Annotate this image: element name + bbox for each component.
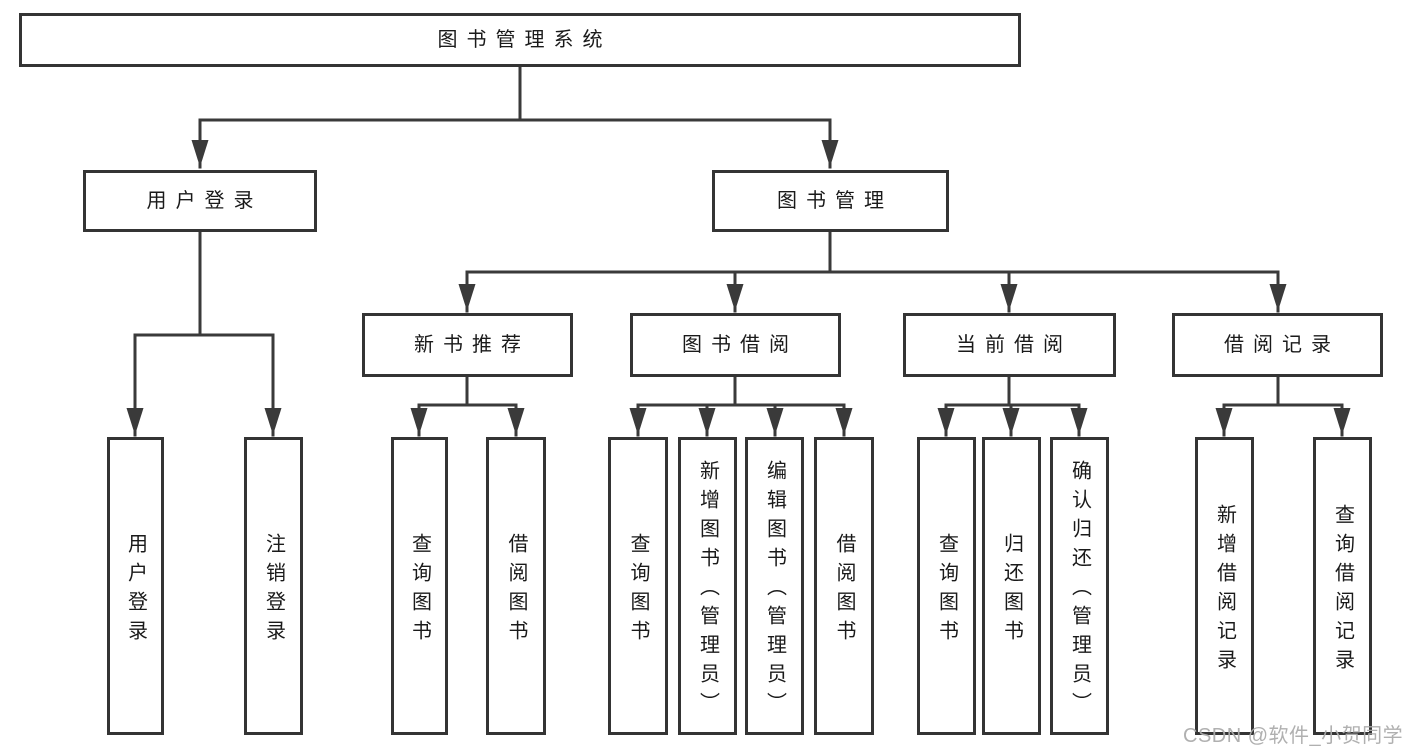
leaf-edit-book-admin: 编辑图书（管理员） — [745, 437, 804, 735]
leaf-edit-book-admin-label: 编辑图书（管理员） — [763, 460, 786, 721]
leaf-user-login-label: 用户登录 — [124, 532, 147, 649]
node-borrowing-records: 借阅记录 — [1172, 313, 1383, 377]
node-book-management-label: 图书管理 — [777, 190, 893, 212]
node-user-login: 用户登录 — [83, 170, 317, 232]
leaf-query-books-current: 查询图书 — [917, 437, 976, 735]
leaf-add-borrow-record: 新增借阅记录 — [1195, 437, 1254, 735]
leaf-add-book-admin: 新增图书（管理员） — [678, 437, 737, 735]
node-book-borrowing-label: 图书借阅 — [682, 334, 798, 356]
node-library-system-label: 图书管理系统 — [437, 29, 612, 51]
leaf-borrow-books-recommend-label: 借阅图书 — [505, 532, 527, 649]
leaf-query-books-current-label: 查询图书 — [935, 532, 958, 649]
leaf-logout-label: 注销登录 — [262, 532, 285, 649]
node-user-login-label: 用户登录 — [146, 190, 263, 212]
csdn-watermark: CSDN @软件_小贺同学 — [1183, 725, 1404, 747]
leaf-query-borrow-record-label: 查询借阅记录 — [1331, 503, 1354, 678]
leaf-add-borrow-record-label: 新增借阅记录 — [1213, 503, 1236, 678]
leaf-confirm-return-admin-label: 确认归还（管理员） — [1068, 460, 1091, 721]
leaf-query-books-borrowing-label: 查询图书 — [627, 532, 649, 649]
node-borrowing-records-label: 借阅记录 — [1224, 334, 1340, 356]
leaf-borrow-books-recommend: 借阅图书 — [486, 437, 546, 735]
leaf-borrow-books-borrowing: 借阅图书 — [814, 437, 874, 735]
leaf-borrow-books-borrowing-label: 借阅图书 — [833, 532, 855, 649]
leaf-query-books-recommend-label: 查询图书 — [408, 532, 431, 649]
node-book-borrowing: 图书借阅 — [630, 313, 841, 377]
leaf-add-book-admin-label: 新增图书（管理员） — [696, 460, 719, 721]
leaf-user-login: 用户登录 — [107, 437, 164, 735]
node-new-book-recommend-label: 新书推荐 — [414, 334, 530, 356]
leaf-query-books-recommend: 查询图书 — [391, 437, 448, 735]
leaf-return-book-label: 归还图书 — [1000, 532, 1023, 649]
leaf-logout: 注销登录 — [244, 437, 303, 735]
node-current-borrowing-label: 当前借阅 — [956, 334, 1072, 356]
node-current-borrowing: 当前借阅 — [903, 313, 1116, 377]
node-book-management: 图书管理 — [712, 170, 949, 232]
leaf-return-book: 归还图书 — [982, 437, 1041, 735]
node-new-book-recommend: 新书推荐 — [362, 313, 573, 377]
leaf-query-books-borrowing: 查询图书 — [608, 437, 668, 735]
leaf-query-borrow-record: 查询借阅记录 — [1313, 437, 1372, 735]
node-library-system: 图书管理系统 — [19, 13, 1021, 67]
leaf-confirm-return-admin: 确认归还（管理员） — [1050, 437, 1109, 735]
